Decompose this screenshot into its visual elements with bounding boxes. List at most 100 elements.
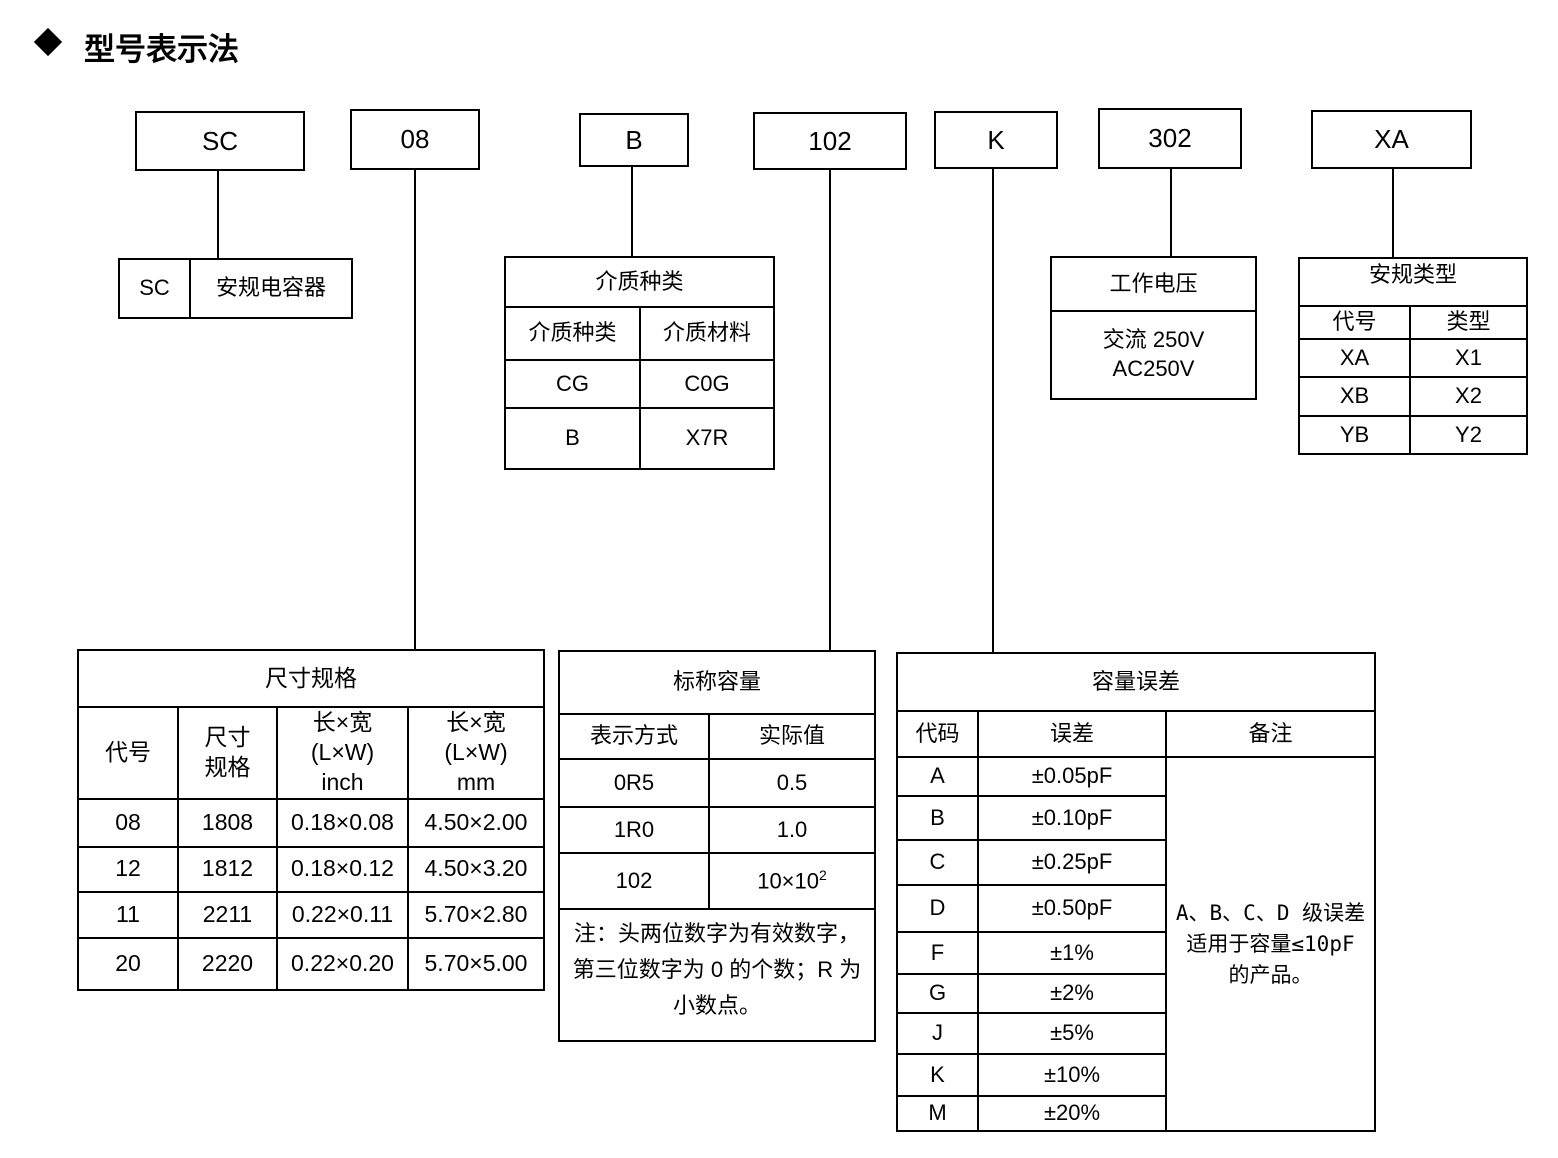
value-exponent: 2 xyxy=(819,867,827,884)
table-cell: M xyxy=(896,1095,979,1132)
column-header: 介质种类 xyxy=(504,306,641,361)
column-header: 代码 xyxy=(896,710,979,758)
table-cell: 4.50×2.00 xyxy=(407,797,545,848)
code-box-size: 08 xyxy=(350,109,480,170)
column-header: 长×宽 (L×W) mm xyxy=(407,706,545,800)
diamond-bullet-icon xyxy=(33,27,63,57)
table-row: G±2% xyxy=(896,973,1375,1014)
table-cell: ±0.05pF xyxy=(977,756,1167,797)
table-cell: A xyxy=(896,756,979,797)
column-header: 尺寸 规格 xyxy=(177,706,278,800)
table-cell: 2220 xyxy=(177,936,278,991)
table-cell: ±20% xyxy=(977,1095,1167,1132)
code-box-capacitance: 102 xyxy=(753,112,907,170)
table-cell: 0.18×0.12 xyxy=(276,845,409,893)
table-cell: 11 xyxy=(77,890,179,939)
table-cell: 08 xyxy=(77,797,179,848)
table-cell: YB xyxy=(1298,415,1411,455)
column-header: 介质材料 xyxy=(639,306,775,361)
table-row: D±0.50pF xyxy=(896,884,1375,933)
table-cell: 2211 xyxy=(177,890,278,939)
table-row: M±20% xyxy=(896,1095,1375,1132)
code-box-voltage: 302 xyxy=(1098,108,1242,169)
table-row: K±10% xyxy=(896,1053,1375,1097)
tolerance-remark: A、B、C、D 级误差适用于容量≤10pF 的产品。 xyxy=(1165,756,1376,1132)
table-cell: C0G xyxy=(639,359,775,409)
table-cell: B xyxy=(504,407,641,470)
capacitance-note: 注：头两位数字为有效数字，第三位数字为 0 的个数；R 为小数点。 xyxy=(558,908,876,1042)
table-title: 尺寸规格 xyxy=(77,649,545,708)
table-cell: ±1% xyxy=(977,931,1167,975)
column-header: 长×宽 (L×W) inch xyxy=(276,706,409,800)
code-box-series: SC xyxy=(135,111,305,171)
table-cell: 0.22×0.11 xyxy=(276,890,409,939)
table-cell: 0.22×0.20 xyxy=(276,936,409,991)
column-header: 类型 xyxy=(1409,305,1528,340)
table-cell: X2 xyxy=(1409,376,1528,417)
table-cell: 4.50×3.20 xyxy=(407,845,545,893)
table-cell: 5.70×2.80 xyxy=(407,890,545,939)
series-name: 安规电容器 xyxy=(189,258,353,319)
table-row: J±5% xyxy=(896,1012,1375,1055)
connector-line xyxy=(217,170,219,258)
table-cell: X7R xyxy=(639,407,775,470)
code-box-safety: XA xyxy=(1311,110,1472,169)
table-title: 介质种类 xyxy=(504,256,775,308)
connector-line xyxy=(414,170,416,650)
table-title: 标称容量 xyxy=(558,650,876,715)
column-header: 备注 xyxy=(1165,710,1376,758)
column-header: 表示方式 xyxy=(558,713,710,760)
table-cell: ±10% xyxy=(977,1053,1167,1097)
connector-line xyxy=(1392,169,1394,258)
table-cell: ±0.50pF xyxy=(977,884,1167,933)
table-cell: 5.70×5.00 xyxy=(407,936,545,991)
table-cell: G xyxy=(896,973,979,1014)
table-cell: K xyxy=(896,1053,979,1097)
table-cell: 0R5 xyxy=(558,758,710,808)
table-row: B±0.10pF xyxy=(896,795,1375,841)
table-cell: 12 xyxy=(77,845,179,893)
series-code: SC xyxy=(118,258,191,319)
voltage-line: 交流 250V xyxy=(1102,327,1205,353)
table-cell: 1812 xyxy=(177,845,278,893)
connector-line xyxy=(829,170,831,651)
connector-line xyxy=(992,169,994,653)
table-cell: ±0.10pF xyxy=(977,795,1167,841)
table-cell: 102 xyxy=(558,852,710,910)
table-cell: XA xyxy=(1298,338,1411,378)
column-header: 误差 xyxy=(977,710,1167,758)
page-title: 型号表示法 xyxy=(84,32,239,68)
table-row: F±1% xyxy=(896,931,1375,975)
table-cell: ±2% xyxy=(977,973,1167,1014)
table-cell: 20 xyxy=(77,936,179,991)
voltage-line: AC250V xyxy=(1112,356,1195,381)
table-row: C±0.25pF xyxy=(896,839,1375,886)
table-cell: F xyxy=(896,931,979,975)
table-cell: C xyxy=(896,839,979,886)
table-cell: X1 xyxy=(1409,338,1528,378)
connector-line xyxy=(1170,169,1172,257)
column-header: 代号 xyxy=(1298,305,1411,340)
table-cell: ±5% xyxy=(977,1012,1167,1055)
table-title: 容量误差 xyxy=(896,652,1376,712)
code-box-tolerance: K xyxy=(934,111,1058,169)
